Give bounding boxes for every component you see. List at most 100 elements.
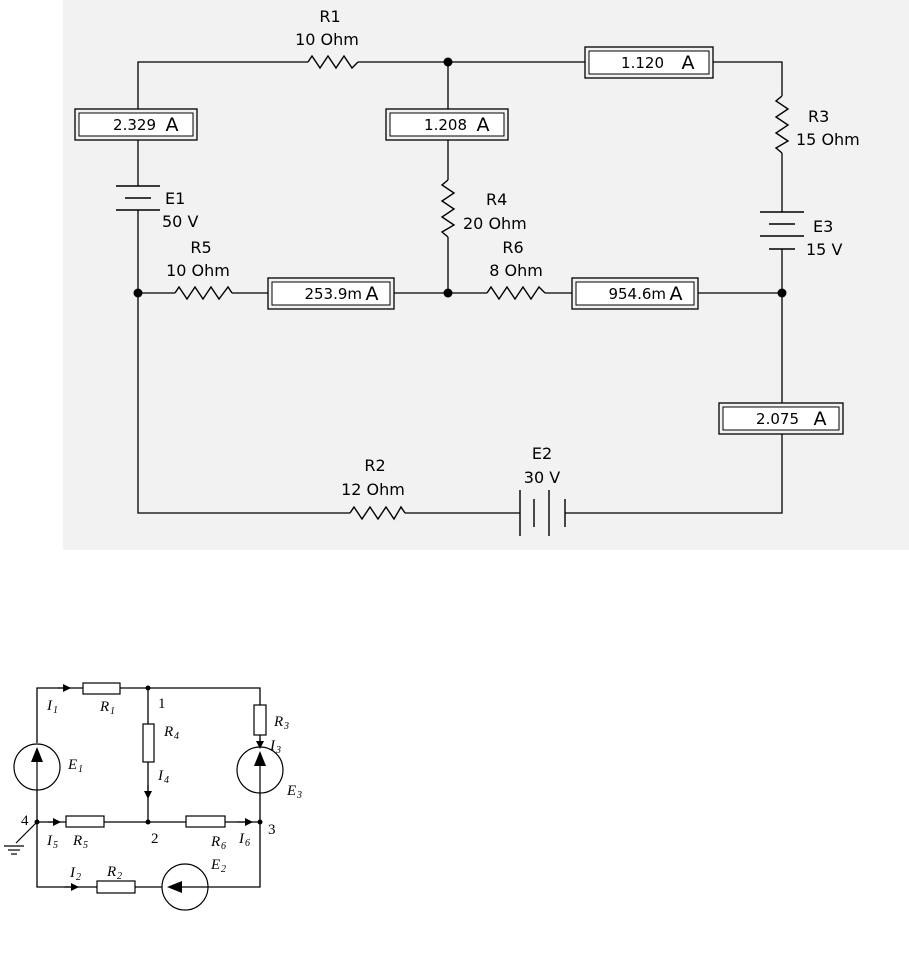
ammeter-r4-branch[interactable]: 1.208 A [386, 109, 508, 140]
resistor-r6 [487, 287, 545, 299]
ammeter-unit: A [366, 283, 379, 305]
sch-resistor-r3 [254, 705, 266, 735]
ammeter-e1-branch[interactable]: 2.329 A [75, 109, 197, 140]
label-r4-value: 20 Ohm [463, 214, 527, 233]
ammeter-unit: A [682, 52, 695, 74]
svg-text:1: 1 [110, 706, 115, 717]
ammeter-reading: 253.9m [304, 285, 362, 303]
svg-text:1: 1 [78, 764, 83, 775]
sch-label-i6: I 6 [238, 831, 250, 849]
resistor-r5 [175, 287, 232, 299]
schematic-circuit: 1 2 3 4 R 1 R 2 R 3 R 4 R 5 R 6 E [4, 683, 302, 910]
junction-center [444, 289, 453, 298]
sch-source-e1 [14, 744, 60, 790]
label-e2-name: E2 [532, 444, 552, 463]
svg-text:2: 2 [76, 872, 81, 883]
ammeter-unit: A [477, 114, 490, 136]
resistor-r4 [442, 180, 454, 237]
label-r6-value: 8 Ohm [489, 261, 543, 280]
svg-text:5: 5 [53, 840, 58, 851]
sch-resistor-r4 [143, 724, 154, 762]
ammeter-e2-branch[interactable]: 2.075 A [719, 403, 843, 434]
svg-text:R: R [163, 724, 173, 740]
ammeter-unit: A [670, 283, 683, 305]
sch-label-r5: R 5 [72, 833, 88, 851]
ammeter-r5-branch[interactable]: 253.9m A [268, 278, 394, 309]
label-e1-name: E1 [165, 189, 185, 208]
svg-text:4: 4 [174, 731, 179, 742]
svg-text:I: I [46, 698, 53, 714]
sch-node-label-4: 4 [21, 813, 29, 829]
ammeter-reading: 1.120 [621, 54, 664, 72]
label-e2-value: 30 V [524, 468, 560, 487]
svg-text:R: R [72, 833, 82, 849]
sch-label-i1: I 1 [46, 698, 58, 716]
label-r3-name: R3 [808, 107, 829, 126]
svg-text:3: 3 [275, 745, 281, 756]
svg-text:5: 5 [83, 840, 88, 851]
svg-text:6: 6 [221, 841, 226, 852]
sch-resistor-r1 [83, 683, 120, 694]
svg-text:3: 3 [283, 721, 289, 732]
svg-text:I: I [46, 833, 53, 849]
wire-bottom-right [565, 433, 782, 513]
sch-resistor-r6 [186, 816, 225, 827]
svg-text:R: R [273, 714, 283, 730]
resistor-r1 [308, 56, 358, 68]
sch-wire-top [120, 688, 260, 705]
svg-text:I: I [269, 738, 276, 754]
svg-text:I: I [157, 768, 164, 784]
label-e1-value: 50 V [162, 212, 198, 231]
svg-text:3: 3 [296, 790, 302, 801]
sch-wire-bottom-left [37, 790, 97, 887]
sch-label-r1: R 1 [99, 699, 115, 717]
label-e3-value: 15 V [806, 240, 842, 259]
label-r3-value: 15 Ohm [796, 130, 860, 149]
sch-source-e2 [162, 864, 208, 910]
label-r4-name: R4 [486, 190, 507, 209]
svg-text:E: E [67, 757, 77, 773]
svg-text:R: R [99, 699, 109, 715]
wire-top-left [138, 62, 308, 110]
sch-label-r4: R 4 [163, 724, 179, 742]
label-r5-name: R5 [190, 238, 211, 257]
svg-text:R: R [210, 834, 220, 850]
svg-text:2: 2 [117, 871, 122, 882]
simulation-circuit: R1 10 Ohm R3 15 Ohm R4 20 Ohm R5 10 Ohm … [75, 7, 860, 536]
sch-resistor-r2 [97, 881, 135, 893]
label-r6-name: R6 [502, 238, 523, 257]
junction-right [778, 289, 787, 298]
sch-label-e2: E 2 [210, 857, 226, 875]
svg-text:4: 4 [164, 775, 169, 786]
ammeter-unit: A [166, 114, 179, 136]
battery-e3 [760, 212, 804, 249]
sch-node-2 [146, 820, 151, 825]
ammeter-reading: 1.208 [424, 116, 467, 134]
label-r1-value: 10 Ohm [295, 30, 359, 49]
ammeter-reading: 2.075 [756, 410, 799, 428]
junction-top [444, 58, 453, 67]
svg-text:1: 1 [53, 705, 58, 716]
ammeter-unit: A [814, 408, 827, 430]
sch-wire-left-top [37, 688, 83, 743]
sch-label-i4: I 4 [157, 768, 169, 786]
svg-text:I: I [69, 865, 76, 881]
sch-resistor-r5 [66, 816, 104, 827]
label-r1-name: R1 [319, 7, 340, 26]
ammeter-r6-branch[interactable]: 954.6m A [572, 278, 698, 309]
sch-label-i5: I 5 [46, 833, 58, 851]
svg-text:2: 2 [221, 864, 226, 875]
svg-text:I: I [238, 831, 245, 847]
sch-node-3 [258, 820, 263, 825]
resistor-r3 [776, 96, 788, 153]
junction-left [134, 289, 143, 298]
ammeter-r3-branch[interactable]: 1.120 A [585, 47, 713, 78]
label-r2-value: 12 Ohm [341, 480, 405, 499]
svg-text:E: E [210, 857, 220, 873]
sch-label-r6: R 6 [210, 834, 226, 852]
sch-node-label-2: 2 [151, 831, 159, 847]
svg-text:E: E [286, 783, 296, 799]
sch-label-r2: R 2 [106, 864, 122, 882]
label-e3-name: E3 [813, 217, 833, 236]
sch-label-e1: E 1 [67, 757, 83, 775]
